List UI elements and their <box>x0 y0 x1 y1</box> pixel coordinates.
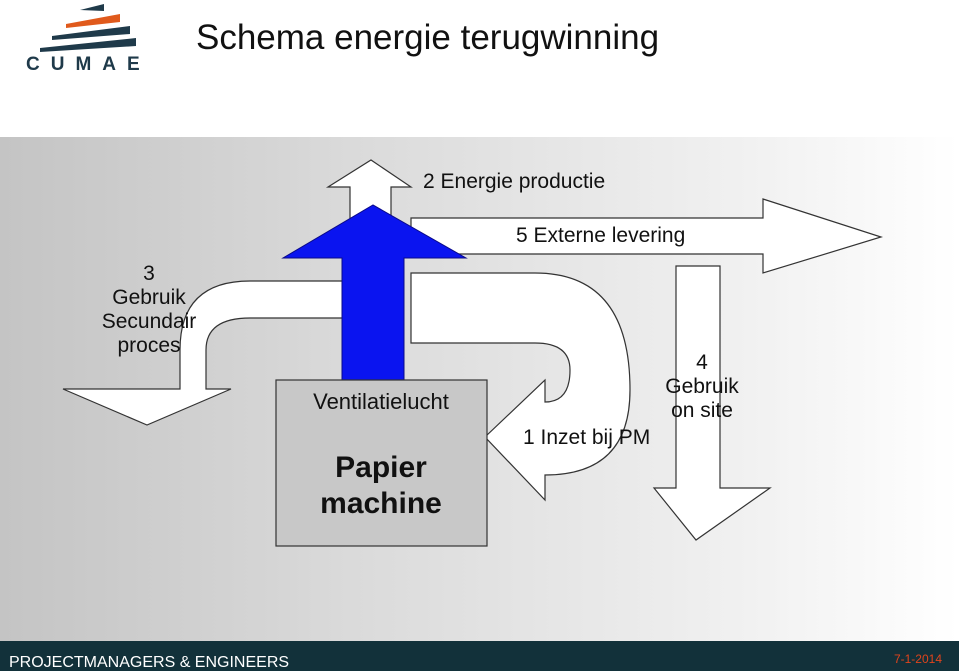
paper-machine-label: Papier machine <box>320 451 442 520</box>
logo-text: CUMAE <box>26 54 151 75</box>
label-secondary-process: 3 Gebruik Secundair proces <box>101 262 197 358</box>
main-heat-arrow <box>281 204 468 381</box>
footer-date: 7-1-2014 <box>893 652 942 666</box>
footer-bar: PROJECTMANAGERS & ENGINEERS 7-1-2014 <box>0 641 959 671</box>
footer-company-text: PROJECTMANAGERS & ENGINEERS <box>9 654 290 671</box>
ventilation-air-label: Ventilatielucht <box>313 389 449 414</box>
cumae-logo <box>40 4 136 52</box>
label-external-delivery: 5 Externe levering <box>516 224 686 247</box>
paper-machine-box <box>275 379 488 547</box>
external-delivery-arrow <box>410 198 884 274</box>
onsite-use-arrow <box>652 265 772 541</box>
secondary-process-arrow <box>62 280 359 426</box>
page-title: Schema energie terugwinning <box>196 18 660 57</box>
label-onsite-use: 4 Gebruik on site <box>665 351 739 423</box>
pm-reuse-arrow <box>410 272 631 502</box>
label-energy-production: 2 Energie productie <box>423 170 606 193</box>
label-pm-reuse: 1 Inzet bij PM <box>523 426 651 449</box>
